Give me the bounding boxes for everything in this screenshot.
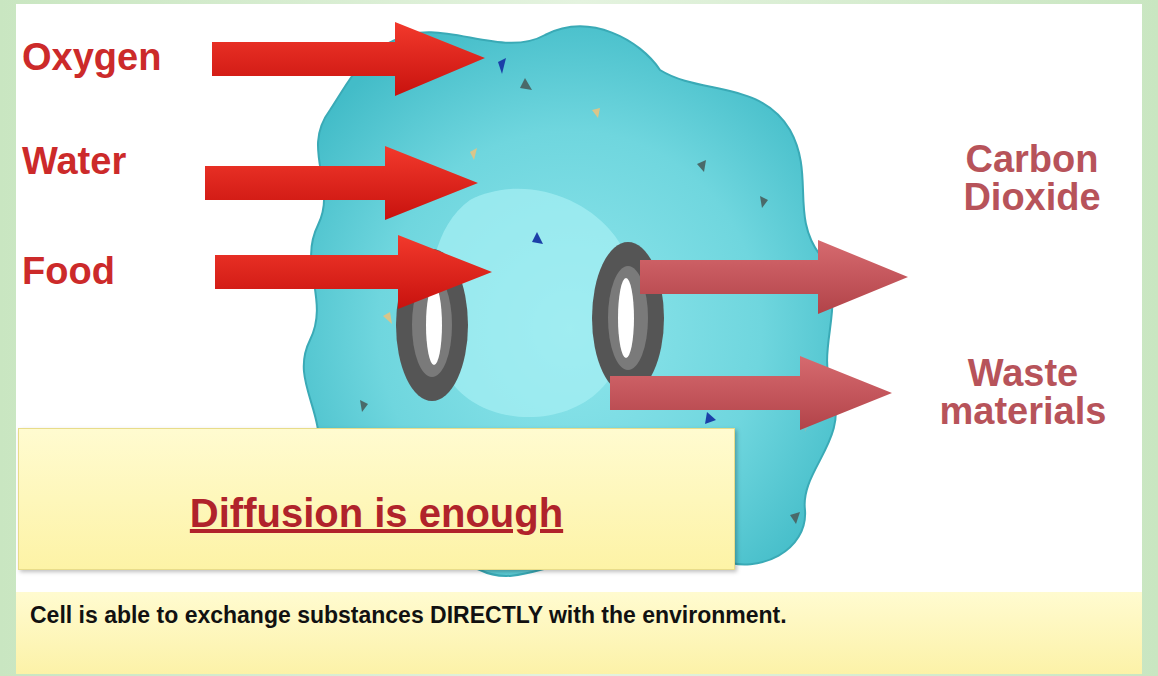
caption-band: Cell is able to exchange substances DIRE… <box>16 592 1142 674</box>
output-arrows <box>610 240 908 430</box>
substance-label: Oxygen <box>22 38 222 76</box>
substance-label: Food <box>22 252 222 290</box>
input-arrows <box>205 22 492 309</box>
title-text: Diffusion is enough <box>190 491 563 535</box>
caption-text: Cell is able to exchange substances DIRE… <box>30 600 1128 630</box>
substance-label: Waste materials <box>900 354 1146 430</box>
substance-label: Carbon Dioxide <box>918 140 1146 216</box>
substance-label: Water <box>22 142 222 180</box>
title-box: Diffusion is enough <box>18 428 735 570</box>
